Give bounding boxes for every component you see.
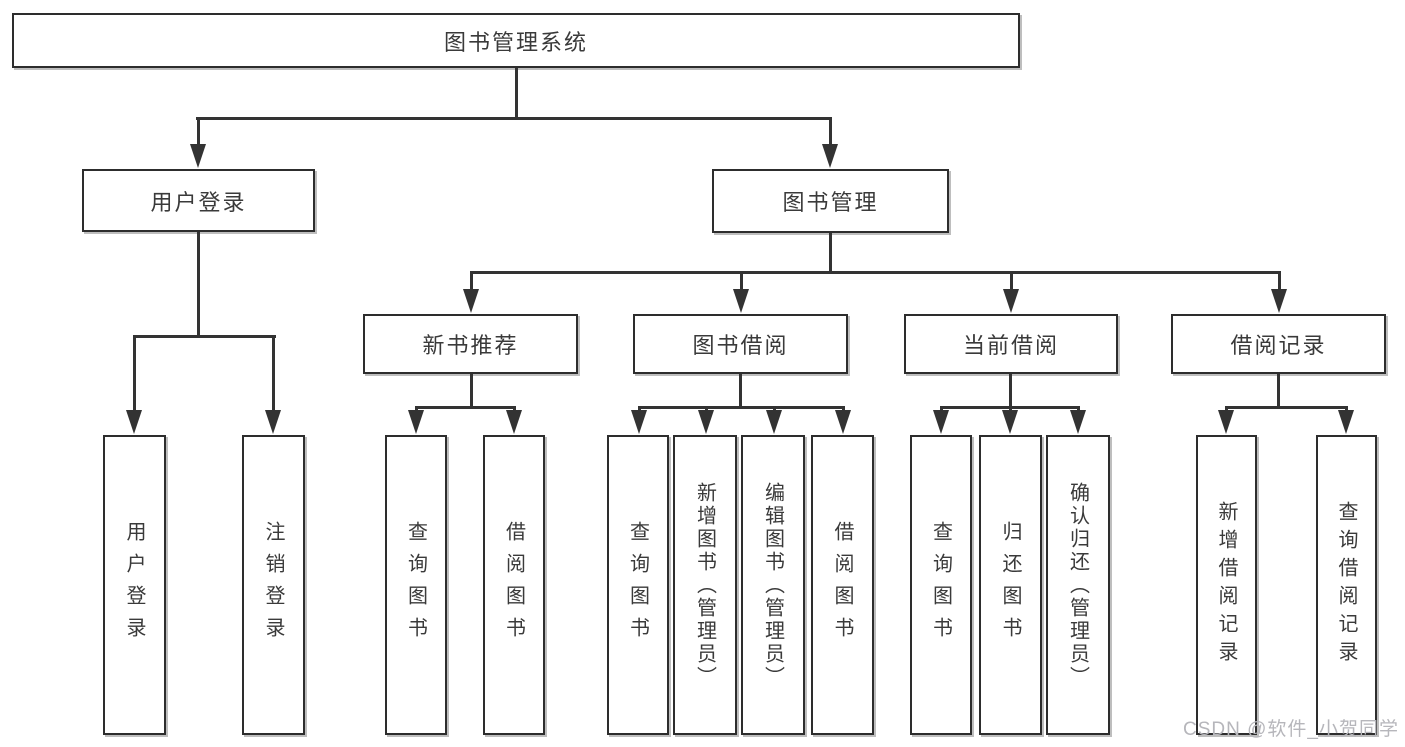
arrow-leaf — [506, 410, 522, 434]
arrow-leaf-user-login — [126, 410, 142, 434]
arrow-leaf — [408, 410, 424, 434]
node-book-management-label: 图书管理 — [782, 190, 879, 215]
leaf-query-borrow-record: 查询借阅记录 — [1316, 435, 1377, 735]
leaf-confirm-return-admin: 确认归还（管理员） — [1046, 435, 1110, 735]
arrow-leaf — [1002, 410, 1018, 434]
node-current-borrow-label: 当前借阅 — [962, 333, 1059, 358]
arrow-user-login — [190, 144, 206, 168]
arrow-leaf — [933, 410, 949, 434]
leaf-add-borrow-record: 新增借阅记录 — [1196, 435, 1257, 735]
connector-root-bar — [196, 117, 832, 120]
leaf-confirm-return-admin-label: 确认归还（管理员） — [1066, 481, 1089, 689]
leaf-borrow-book-recommend: 借阅图书 — [483, 435, 545, 735]
arrow-leaf — [631, 410, 647, 434]
leaf-borrow-book-label: 借阅图书 — [831, 521, 853, 649]
leaf-query-book-current: 查询图书 — [910, 435, 972, 735]
leaf-query-borrow-record-label: 查询借阅记录 — [1335, 501, 1357, 669]
leaf-add-borrow-record-label: 新增借阅记录 — [1215, 501, 1237, 669]
connector-drop-book-management — [829, 117, 832, 148]
node-book-borrow: 图书借阅 — [633, 314, 848, 374]
leaf-query-book-recommend-label: 查询图书 — [404, 521, 427, 649]
leaf-logout: 注销登录 — [242, 435, 305, 735]
leaf-query-book-borrow: 查询图书 — [607, 435, 669, 735]
leaf-edit-book-admin-label: 编辑图书（管理员） — [761, 481, 784, 689]
arrow-leaf — [698, 410, 714, 434]
connector-drop-user-login — [197, 117, 200, 148]
arrow-borrow-records — [1271, 289, 1287, 313]
connector-drop-leaf — [133, 335, 136, 414]
leaf-return-book-label: 归还图书 — [999, 521, 1021, 649]
connector-current-borrow-stem — [1009, 374, 1012, 408]
arrow-leaf — [1218, 410, 1234, 434]
leaf-add-book-admin: 新增图书（管理员） — [673, 435, 737, 735]
connector-user-login-bar — [133, 335, 276, 338]
connector-book-borrow-bar — [638, 406, 845, 409]
arrow-leaf — [766, 410, 782, 434]
connector-drop-lvl3 — [1010, 271, 1013, 294]
leaf-query-book-current-label: 查询图书 — [929, 521, 952, 649]
arrow-leaf — [835, 410, 851, 434]
arrow-new-book-recommend — [463, 289, 479, 313]
connector-new-book-stem — [470, 374, 473, 408]
arrow-leaf-logout — [265, 410, 281, 434]
node-root-label: 图书管理系统 — [443, 29, 588, 55]
leaf-user-login-label: 用户登录 — [123, 521, 145, 649]
connector-drop-lvl3 — [1278, 271, 1281, 294]
node-current-borrow: 当前借阅 — [904, 314, 1118, 374]
node-borrow-records: 借阅记录 — [1171, 314, 1386, 374]
leaf-edit-book-admin: 编辑图书（管理员） — [741, 435, 805, 735]
connector-drop-leaf — [272, 335, 275, 414]
leaf-add-book-admin-label: 新增图书（管理员） — [693, 481, 716, 689]
node-user-login: 用户登录 — [82, 169, 315, 232]
arrow-leaf — [1070, 410, 1086, 434]
leaf-return-book: 归还图书 — [979, 435, 1042, 735]
node-book-borrow-label: 图书借阅 — [692, 333, 789, 358]
connector-book-borrow-stem — [739, 374, 742, 408]
connector-borrow-records-stem — [1277, 374, 1280, 408]
node-new-book-recommend-label: 新书推荐 — [422, 333, 519, 358]
arrow-leaf — [1338, 410, 1354, 434]
leaf-borrow-book: 借阅图书 — [811, 435, 874, 735]
leaf-query-book-recommend: 查询图书 — [385, 435, 447, 735]
leaf-borrow-book-recommend-label: 借阅图书 — [502, 521, 525, 649]
connector-new-book-bar — [415, 406, 516, 409]
arrow-book-management — [822, 144, 838, 168]
node-borrow-records-label: 借阅记录 — [1230, 333, 1327, 358]
leaf-user-login: 用户登录 — [103, 435, 166, 735]
connector-drop-lvl3 — [470, 271, 473, 294]
connector-book-management-bar — [470, 271, 1281, 274]
leaf-logout-label: 注销登录 — [262, 521, 284, 649]
connector-borrow-records-bar — [1225, 406, 1348, 409]
connector-drop-lvl3 — [740, 271, 743, 294]
node-user-login-label: 用户登录 — [150, 189, 247, 215]
node-new-book-recommend: 新书推荐 — [363, 314, 578, 374]
csdn-watermark: CSDN @软件_小贺同学 — [1183, 719, 1399, 740]
arrow-book-borrow — [733, 289, 749, 313]
node-root: 图书管理系统 — [12, 13, 1020, 68]
connector-root-stem — [515, 68, 518, 120]
leaf-query-book-borrow-label: 查询图书 — [626, 521, 649, 649]
arrow-current-borrow — [1003, 289, 1019, 313]
connector-book-management-stem — [829, 233, 832, 274]
node-book-management: 图书管理 — [712, 169, 949, 233]
connector-user-login-stem — [197, 232, 200, 338]
